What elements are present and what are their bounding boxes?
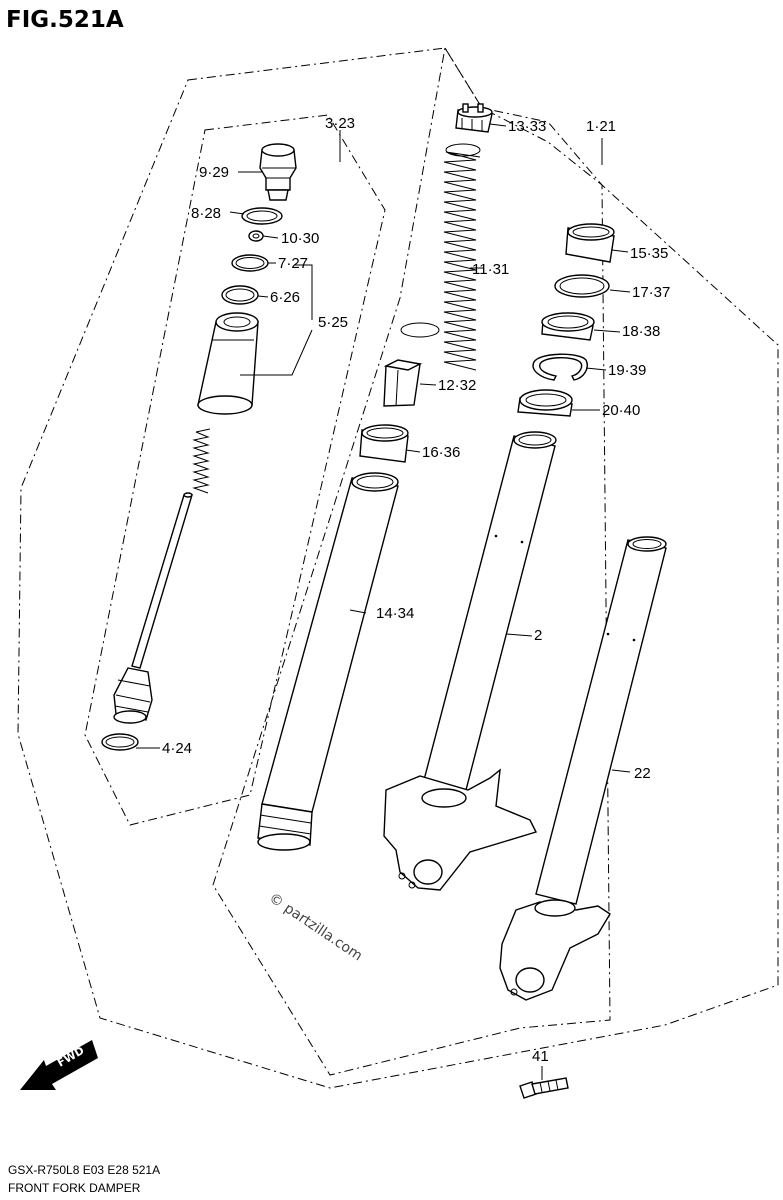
callout-20-40: 20·40 (602, 402, 640, 419)
damper-group-outline (84, 114, 386, 826)
spring-seat-part-13[interactable] (455, 103, 493, 133)
callout-14-34: 14·34 (376, 605, 414, 622)
callout-12-32: 12·32 (438, 377, 476, 394)
leader-12-32 (419, 383, 437, 386)
fork-spring-part[interactable] (400, 143, 481, 371)
outer-group-outline (17, 47, 779, 1089)
nut-part-10[interactable] (248, 230, 264, 242)
leader-14-34 (349, 609, 367, 614)
leader-13-33 (489, 123, 507, 127)
callout-6-26: 6·26 (270, 289, 300, 306)
ring-part-4[interactable] (101, 733, 139, 751)
callout-8-28: 8·28 (191, 205, 221, 222)
leader-6-26 (257, 295, 269, 298)
model-code: GSX-R750L8 E03 E28 521A (8, 1163, 160, 1177)
leader-22 (611, 769, 631, 773)
damper-rod-part[interactable] (113, 492, 193, 724)
o-ring-part-8[interactable] (241, 207, 283, 225)
leader-17-37 (609, 289, 631, 293)
spacer-part-12[interactable] (383, 359, 423, 407)
leader-5-25-b (240, 329, 313, 376)
callout-19-39: 19·39 (608, 362, 646, 379)
bush-part-16[interactable] (359, 424, 409, 463)
callout-5-25: 5·25 (318, 314, 348, 331)
inner-fork-outline (212, 46, 611, 1076)
damper-spring-part[interactable] (192, 428, 211, 494)
inner-tube-part-14[interactable] (257, 472, 399, 851)
leader-5-25-a (294, 264, 313, 320)
callout-17-37: 17·37 (632, 284, 670, 301)
callout-15-35: 15·35 (630, 245, 668, 262)
callout-2: 2 (534, 627, 542, 644)
callout-22: 22 (634, 765, 651, 782)
callout-9-29: 9·29 (199, 164, 229, 181)
leader-16-36 (405, 449, 421, 453)
bolt-part-41[interactable] (519, 1077, 569, 1099)
leader-8-28 (229, 211, 245, 215)
callout-10-30: 10·30 (281, 230, 319, 247)
leader-15-35 (611, 249, 629, 253)
leader-18-38 (593, 329, 621, 333)
outer-tube-part-2[interactable] (383, 431, 557, 891)
watermark-text: © partzilla.com (266, 890, 365, 964)
dust-seal-part-20[interactable] (517, 389, 573, 417)
leader-19-39 (585, 367, 607, 371)
callout-4-24: 4·24 (162, 740, 192, 757)
outer-tube-part-22[interactable] (499, 536, 667, 1001)
figure-caption: FRONT FORK DAMPER (8, 1181, 141, 1195)
leader-2 (505, 633, 533, 637)
callout-13-33: 13·33 (508, 118, 546, 135)
callout-7-27: 7·27 (278, 255, 308, 272)
fwd-direction-arrow: FWD (20, 1040, 98, 1090)
callout-3-23: 3·23 (325, 115, 355, 132)
cap-bolt-part[interactable] (259, 143, 297, 201)
circlip-part-19[interactable] (532, 353, 588, 381)
callout-16-36: 16·36 (422, 444, 460, 461)
figure-title: FIG.521A (6, 7, 124, 33)
bush-part-15[interactable] (565, 223, 615, 263)
callout-11-31: 11·31 (472, 261, 509, 278)
damper-cylinder-part[interactable] (197, 312, 259, 415)
seal-part-18[interactable] (541, 312, 595, 341)
ring-part-17[interactable] (554, 274, 610, 298)
leader-10-30 (262, 235, 279, 239)
callout-41: 41 (532, 1048, 549, 1065)
callout-1-21: 1·21 (586, 118, 616, 135)
callout-18-38: 18·38 (622, 323, 660, 340)
